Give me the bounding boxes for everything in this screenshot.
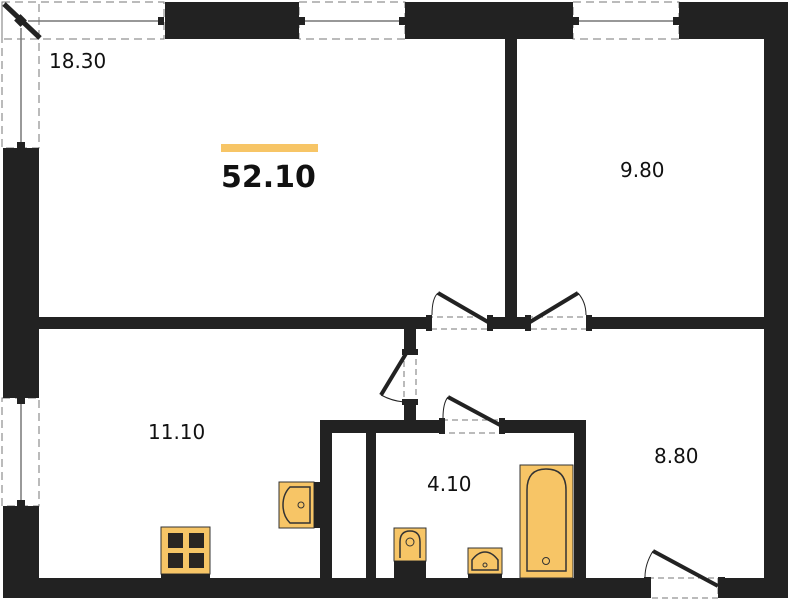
walls xyxy=(3,2,788,598)
kitchen-sink-icon xyxy=(278,481,320,529)
total-area: 52.10 xyxy=(221,160,316,195)
bathtub-icon xyxy=(519,464,574,579)
door-kitchen xyxy=(379,349,418,405)
door-living-room xyxy=(426,291,493,331)
washbasin-icon xyxy=(467,547,503,578)
doors xyxy=(379,291,725,599)
stove-icon xyxy=(160,526,211,578)
door-bathroom xyxy=(439,395,505,434)
room-area-hallway: 8.80 xyxy=(654,444,699,468)
room-area-bedroom: 9.80 xyxy=(620,158,665,182)
door-entrance xyxy=(644,549,725,599)
room-area-living-room: 18.30 xyxy=(49,49,107,73)
toilet-icon xyxy=(393,527,427,578)
room-area-kitchen: 11.10 xyxy=(148,420,206,444)
room-area-bathroom: 4.10 xyxy=(427,472,472,496)
door-bedroom xyxy=(525,291,592,331)
window-top-left xyxy=(1,1,165,40)
total-area-accent-bar xyxy=(221,144,318,152)
